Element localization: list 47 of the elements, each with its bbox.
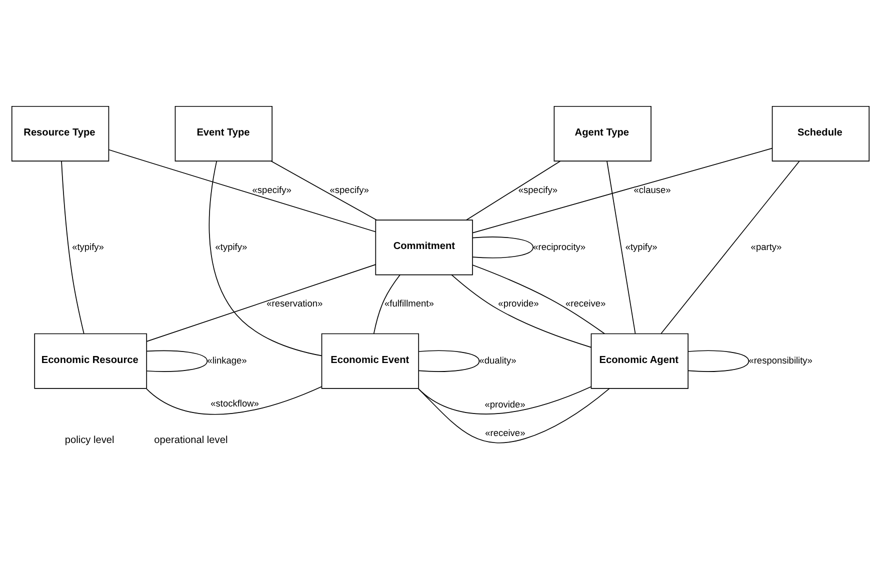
- connector: [373, 274, 400, 334]
- edge-label: «typify»: [625, 241, 658, 252]
- connector: [208, 160, 322, 356]
- connector: [418, 388, 610, 443]
- edge-label: «party»: [750, 241, 782, 252]
- node-box: Resource Type: [11, 105, 110, 162]
- edge-label: «stockflow»: [210, 398, 259, 408]
- node-box: Economic Resource: [34, 332, 148, 388]
- edge-label: «receive»: [566, 298, 606, 308]
- edge-label: «specify»: [330, 184, 369, 194]
- edge-label: «specify»: [252, 184, 292, 194]
- edge-label: «provide»: [498, 298, 539, 308]
- connector: [472, 236, 534, 258]
- connector: [418, 350, 480, 372]
- label: operational level: [154, 434, 228, 446]
- edge-label: «reciprocity»: [533, 241, 586, 252]
- edge-label: «responsibility»: [748, 354, 812, 365]
- edge-label: «typify»: [215, 241, 248, 252]
- node-box: Economic Agent: [590, 332, 688, 388]
- edge-label: «reservation»: [266, 298, 323, 308]
- connector: [146, 386, 322, 414]
- edge-label: «clause»: [634, 184, 671, 194]
- connector: [451, 274, 592, 348]
- node-box: Event Type: [174, 105, 272, 162]
- connector: [688, 350, 750, 372]
- edge-label: «typify»: [72, 241, 104, 252]
- edge-label: «linkage»: [207, 354, 247, 365]
- edge-label: «fulfillment»: [384, 298, 434, 308]
- node-box: Agent Type: [554, 105, 652, 162]
- edge-label: «provide»: [484, 398, 526, 409]
- connector: [472, 147, 772, 233]
- connector: [472, 264, 605, 334]
- label: policy level: [64, 434, 114, 446]
- edge-label: «receive»: [485, 427, 526, 438]
- connector: [660, 160, 800, 334]
- connector: [270, 160, 377, 220]
- connector: [108, 148, 376, 232]
- edge-label: «specify»: [518, 184, 558, 194]
- node-box: Schedule: [772, 105, 870, 162]
- node-box: Economic Event: [321, 332, 420, 388]
- connector: [146, 264, 376, 342]
- connector: [146, 350, 208, 372]
- connector: [466, 160, 561, 220]
- edge-label: «duality»: [479, 354, 516, 365]
- node-box: Commitment: [375, 219, 473, 275]
- connector: [61, 160, 84, 334]
- connector: [606, 160, 636, 334]
